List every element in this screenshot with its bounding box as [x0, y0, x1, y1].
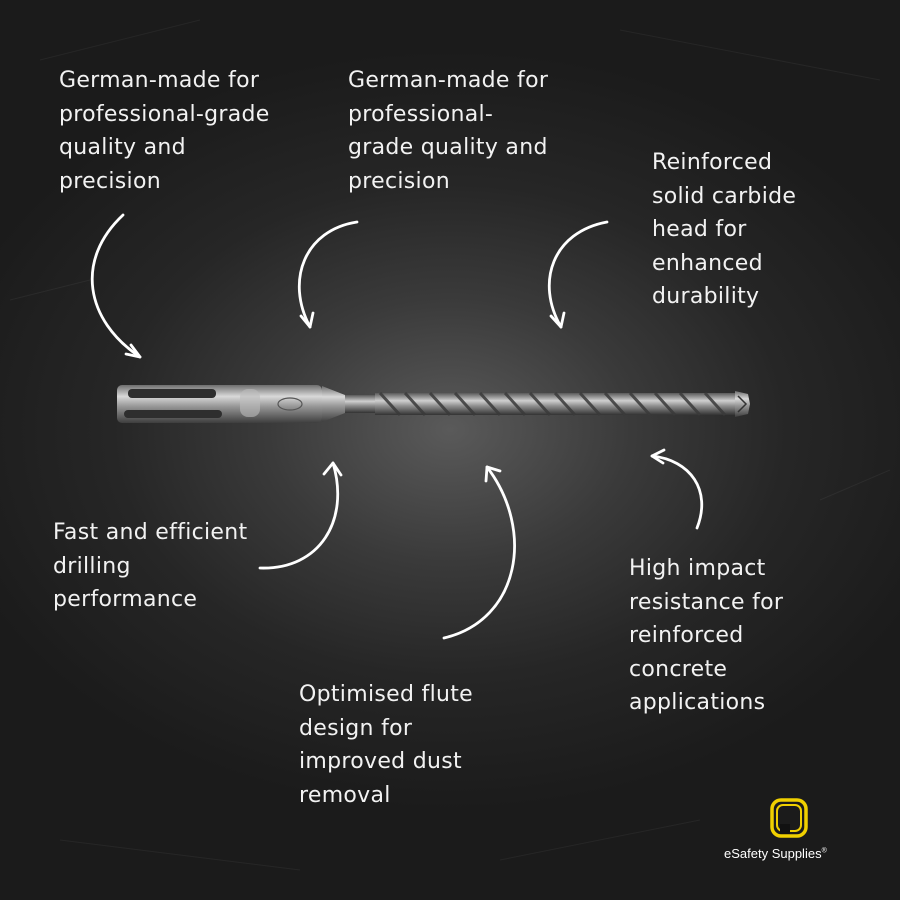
registered-mark: ® — [821, 847, 827, 855]
esafety-logo-icon — [770, 798, 808, 838]
callout-impact-resistance: High impact resistance for reinforced co… — [629, 556, 784, 715]
callout-carbide-head: Reinforced solid carbide head for enhanc… — [652, 150, 797, 309]
callout-flute-design: Optimised flute design for improved dust… — [299, 682, 473, 808]
callout-german-made-center: German-made for professional- grade qual… — [348, 68, 549, 194]
callout-fast-drilling: Fast and efficient drilling performance — [53, 520, 248, 612]
callout-german-made-left: German-made for professional-grade quali… — [59, 68, 270, 194]
brand-name-text: eSafety Supplies — [724, 846, 822, 861]
brand-name: eSafety Supplies® — [724, 846, 827, 861]
